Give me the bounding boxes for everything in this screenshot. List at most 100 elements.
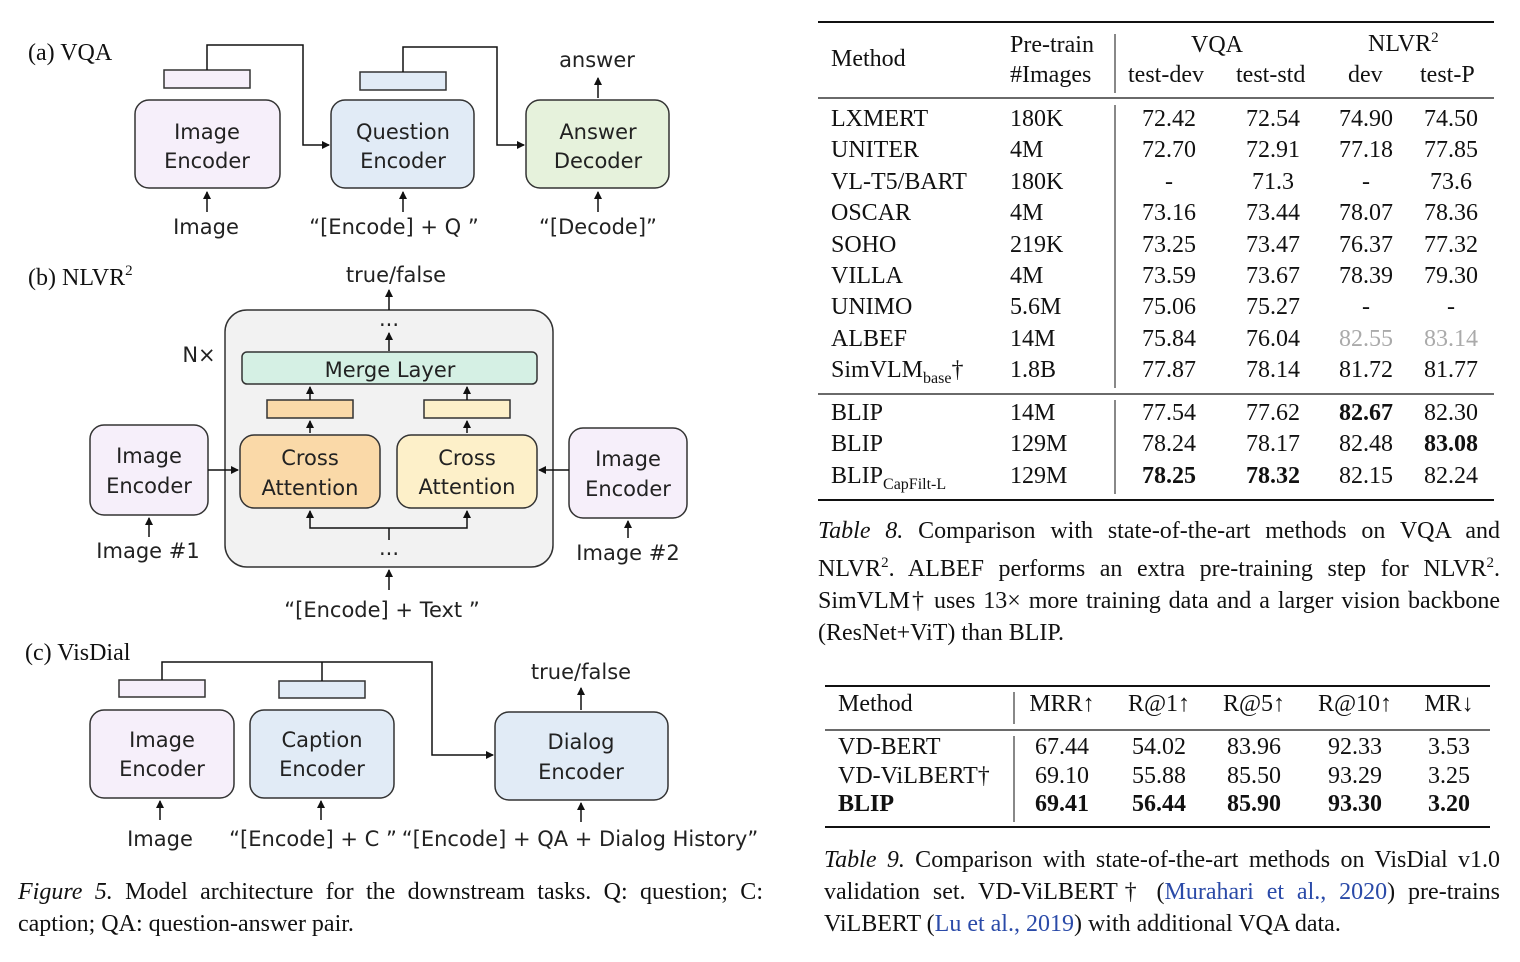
t9-cell: 3.25 <box>1428 762 1470 789</box>
t8-row-test-std: 78.14 <box>1246 357 1300 384</box>
nlvr-text-split-right <box>389 510 471 529</box>
t8-row-method: SimVLMbase† <box>831 357 964 387</box>
murahari-citation-link[interactable]: Murahari et al., 2020 <box>1164 879 1388 905</box>
t9-header-cell: Method <box>838 691 913 717</box>
t8-blip-dev: 82.67 <box>1339 400 1393 426</box>
t8-row-dev: 81.72 <box>1339 357 1393 384</box>
lu-citation-link[interactable]: Lu et al., 2019 <box>934 911 1074 937</box>
nlvr-image-encoder-right-label-1: Image <box>595 447 661 471</box>
t8-blip-method: BLIP <box>831 431 884 458</box>
visdial-caption-input-label: “[Encode] + C ” <box>229 827 397 851</box>
vqa-answer-decoder-label-1: Answer <box>559 120 637 144</box>
table-8-caption-part-c: . SimVLM† uses 13× more training data an… <box>818 556 1500 646</box>
visdial-diagram <box>89 661 669 822</box>
t8-row-test-dev: - <box>1165 168 1173 195</box>
table-9-caption-part-c: ) with additional VQA data. <box>1073 911 1341 937</box>
nlvr-cross-attention-left-box <box>239 434 381 509</box>
nlvr-merge-layer-label: Merge Layer <box>325 358 456 382</box>
t8-row-dev: 82.55 <box>1339 325 1393 352</box>
t8-row-test-p: 79.30 <box>1424 263 1478 289</box>
t9-cell: VD-ViLBERT† <box>838 762 990 789</box>
nlvr-output-label: true/false <box>346 263 446 287</box>
t9-cell: 67.44 <box>1035 734 1089 760</box>
t8-row-test-p: 77.32 <box>1424 231 1478 258</box>
t8-blip-method: BLIP <box>831 400 884 426</box>
t8-row-test-std: 72.91 <box>1246 137 1300 164</box>
t8-row-test-std: 73.67 <box>1246 263 1300 289</box>
t8-row-method: LXMERT <box>831 106 929 132</box>
t8-blip-test-p: 83.08 <box>1424 431 1478 458</box>
t8-blip-test-dev: 77.54 <box>1142 400 1196 426</box>
t8-blip-dev: 82.48 <box>1339 431 1393 458</box>
t8-header-test-p: test-P <box>1420 62 1475 88</box>
t8-row-test-p: 73.6 <box>1430 168 1472 195</box>
vqa-question-to-answer-line <box>402 46 525 149</box>
t8-row-images: 219K <box>1010 231 1064 258</box>
t8-row-method: UNITER <box>831 137 919 164</box>
t9-cell: 69.10 <box>1035 762 1089 789</box>
t8-header-nlvr: NLVR2 <box>1368 30 1439 57</box>
nlvr-text-input-label: “[Encode] + Text ” <box>284 598 479 622</box>
t8-row-method: OSCAR <box>831 200 912 227</box>
t8-row-test-std: 73.44 <box>1246 200 1300 227</box>
vqa-image-encoder-box <box>134 99 281 189</box>
vqa-image-encoder-label-1: Image <box>174 120 240 144</box>
t8-row-dev: - <box>1362 294 1370 321</box>
t8-row-method: SOHO <box>831 231 897 258</box>
t8-row-method: ALBEF <box>831 325 908 352</box>
vqa-image-input-label: Image <box>173 215 239 239</box>
t8-row-test-p: - <box>1447 294 1455 321</box>
t8-row-test-std: 73.47 <box>1246 231 1300 258</box>
nlvr-section-label: (b) NLVR2 <box>28 263 133 291</box>
t8-row-dev: - <box>1362 168 1370 195</box>
t8-row-test-p: 77.85 <box>1424 137 1478 164</box>
vqa-image-encoder-label-2: Encoder <box>164 149 250 173</box>
t8-row-test-dev: 75.06 <box>1142 294 1196 321</box>
visdial-output-label: true/false <box>531 660 631 684</box>
t8-row-method: VILLA <box>831 263 903 289</box>
vqa-question-encoder-label-2: Encoder <box>360 149 446 173</box>
t9-header-cell: MRR↑ <box>1029 691 1095 717</box>
vqa-question-encoder-box <box>330 99 475 189</box>
figure-5-caption-text: Model architecture for the downstream ta… <box>18 879 763 937</box>
t9-header-cell: R@10↑ <box>1317 691 1393 717</box>
t8-blip-images: 129M <box>1010 431 1068 458</box>
t8-row-test-std: 75.27 <box>1246 294 1300 321</box>
visdial-dialog-input-label: “[Encode] + QA + Dialog History” <box>402 827 758 851</box>
t8-row-test-dev: 73.16 <box>1142 200 1196 227</box>
t8-row-method: VL-T5/BART <box>831 168 967 195</box>
table-8-caption-part-b: . ALBEF performs an extra pre-training s… <box>888 556 1487 582</box>
t8-row-test-std: 76.04 <box>1246 325 1300 352</box>
vqa-question-input-label: “[Encode] + Q ” <box>309 215 479 239</box>
t8-row-test-p: 78.36 <box>1424 200 1478 227</box>
table-8-caption-label: Table 8. <box>818 518 904 544</box>
vqa-answer-decoder-box <box>525 99 670 189</box>
t8-blip-test-std: 77.62 <box>1246 400 1300 426</box>
t8-header-method: Method <box>831 46 906 72</box>
t8-row-test-dev: 73.59 <box>1142 263 1196 289</box>
t8-row-images: 1.8B <box>1010 357 1057 384</box>
t8-blip-test-dev: 78.24 <box>1142 431 1196 458</box>
nlvr-image-encoder-left-label-1: Image <box>116 444 182 468</box>
nlvr-image1-input-label: Image #1 <box>96 539 199 563</box>
t8-header-pretrain: Pre-train <box>1010 32 1094 58</box>
t8-row-test-std: 71.3 <box>1252 168 1294 195</box>
nlvr-cross-attention-right-label-1: Cross <box>438 446 496 470</box>
t8-row-test-std: 72.54 <box>1246 106 1300 132</box>
visdial-image-encoder-box <box>89 709 235 799</box>
t8-blip-method: BLIPCapFilt-L <box>831 462 947 493</box>
visdial-caption-encoder-box <box>249 709 395 799</box>
t8-row-dev: 77.18 <box>1339 137 1393 164</box>
vqa-section-label: (a) VQA <box>28 40 113 66</box>
nlvr-cross-attention-right-box <box>396 434 538 509</box>
t8-blip-test-p: 82.30 <box>1424 400 1478 426</box>
vqa-answer-decoder-label-2: Decoder <box>554 149 643 173</box>
t8-header-test-std: test-std <box>1236 62 1306 88</box>
nlvr-cross-attention-left-label-2: Attention <box>262 476 359 500</box>
t8-blip-images: 129M <box>1010 462 1068 489</box>
t8-row-method: UNIMO <box>831 294 913 321</box>
t8-blip-dev: 82.15 <box>1339 462 1393 489</box>
t8-blip-test-dev: 78.25 <box>1142 462 1196 489</box>
t9-cell: 3.20 <box>1428 791 1470 817</box>
